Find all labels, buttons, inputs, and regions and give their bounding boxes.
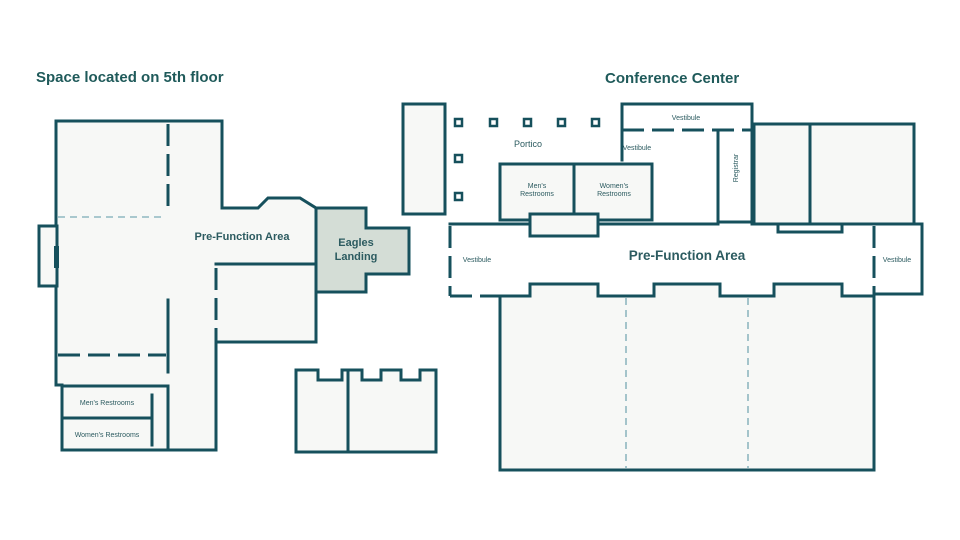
corridor-kiosk [528, 212, 600, 238]
right-mens-restroom [498, 162, 576, 222]
right-womens-restroom [572, 162, 654, 222]
left-pre-function-label: Pre-Function Area [195, 231, 291, 243]
small-building-outline [294, 368, 438, 454]
left-plan-heading: Space located on 5th floor [36, 69, 224, 86]
right-plan-heading: Conference Center [605, 70, 739, 87]
right-womens-label-line1: Women's [600, 183, 629, 190]
right-mens-label-line2: Restrooms [520, 191, 554, 198]
right-room-a [752, 122, 812, 226]
eagles-landing-label-line2: Landing [335, 251, 378, 263]
portico-side-block [401, 102, 447, 216]
portico-post [556, 117, 567, 128]
right-floor-plan: Portico Vestibule Vestibule Men's Restro… [401, 102, 924, 472]
right-pre-function-label: Pre-Function Area [629, 248, 746, 263]
eagles-landing-room[interactable] [314, 206, 411, 294]
left-vestibule-label: Vestibule [463, 257, 492, 264]
right-vestibule-outline [872, 222, 924, 296]
right-room-b [808, 122, 916, 226]
registrar-label: Registrar [733, 153, 740, 182]
portico-post [522, 117, 533, 128]
center-small-building [294, 368, 438, 454]
eagles-landing-label-line1: Eagles [338, 237, 373, 249]
vestibule-portico-label: Vestibule [623, 145, 652, 152]
west-entry-marker [54, 246, 59, 268]
vestibule-top-outline [620, 102, 754, 132]
portico-post [453, 191, 464, 202]
right-vestibule-label: Vestibule [883, 257, 912, 264]
left-floor-plan: Pre-Function Area Eagles Landing Men's R… [37, 119, 411, 452]
right-womens-label-line2: Restrooms [597, 191, 631, 198]
left-mens-restrooms-label: Men's Restrooms [80, 400, 135, 407]
portico-post [453, 117, 464, 128]
portico-post [488, 117, 499, 128]
left-womens-restrooms-label: Women's Restrooms [75, 432, 140, 439]
portico-post [590, 117, 601, 128]
portico-label: Portico [514, 139, 542, 149]
portico-post [453, 153, 464, 164]
right-mens-label-line1: Men's [528, 183, 547, 190]
ballroom [498, 282, 876, 472]
vestibule-top-label: Vestibule [672, 115, 701, 122]
corridor-north-wall [448, 222, 876, 234]
